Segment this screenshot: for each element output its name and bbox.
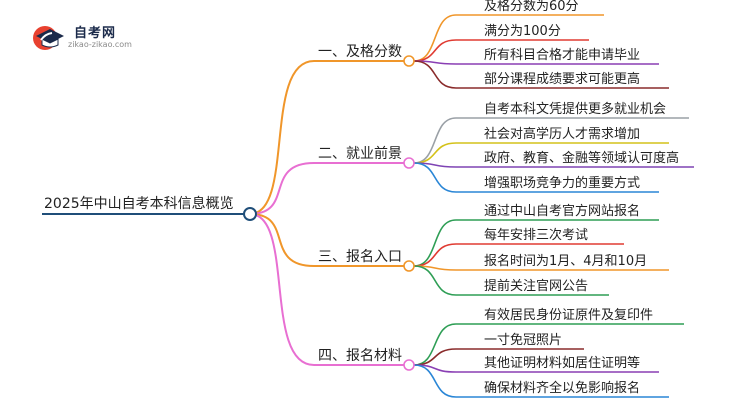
- leaf-label: 一寸免冠照片: [484, 333, 562, 348]
- leaf-connector: [413, 265, 457, 296]
- branch-node: [403, 157, 415, 169]
- leaf-connector: [413, 39, 457, 62]
- leaf-label: 有效居民身份证原件及复印件: [484, 307, 653, 323]
- graduation-cap-icon: [33, 26, 64, 50]
- leaf-label: 报名时间为1月、4月和10月: [484, 253, 647, 269]
- branch-label: 一、及格分数: [318, 44, 402, 60]
- leaf-label: 自考本科文凭提供更多就业机会: [484, 101, 666, 117]
- root-node: [243, 207, 257, 221]
- leaf-connector: [413, 162, 457, 193]
- leaf-label: 及格分数为60分: [484, 0, 579, 14]
- leaf-connector: [413, 348, 457, 366]
- leaf-connector: [413, 219, 457, 267]
- leaf-connector: [413, 60, 457, 89]
- branch-label: 四、报名材料: [318, 348, 402, 364]
- leaf-label: 部分课程成绩要求可能更高: [484, 71, 640, 87]
- root-label: 2025年中山自考本科信息概览: [44, 195, 234, 212]
- site-logo: 自考网 zikao-zikao.com: [30, 18, 140, 58]
- branch-label: 二、就业前景: [318, 145, 402, 162]
- branch-connector: [249, 60, 315, 215]
- branch-node: [403, 55, 415, 67]
- branch-connector: [249, 213, 315, 267]
- leaf-label: 满分为100分: [484, 24, 561, 39]
- leaf-connector: [413, 117, 457, 164]
- leaf-connector: [413, 243, 457, 267]
- branch-node: [403, 260, 415, 272]
- branch-connector: [249, 162, 315, 215]
- logo-url: zikao-zikao.com: [68, 40, 132, 49]
- leaf-label: 所有科目合格才能申请毕业: [484, 47, 640, 63]
- leaf-connector: [413, 142, 457, 164]
- leaf-label: 其他证明材料如居住证明等: [484, 355, 640, 371]
- leaf-label: 每年安排三次考试: [484, 227, 588, 243]
- branch-node: [403, 359, 415, 371]
- logo-name: 自考网: [74, 26, 117, 41]
- leaf-label: 政府、教育、金融等领域认可度高: [484, 150, 679, 166]
- branch-label: 三、报名入口: [318, 249, 402, 265]
- leaf-label: 社会对高学历人才需求增加: [484, 126, 640, 142]
- leaf-connector: [413, 364, 457, 398]
- leaf-connector: [413, 323, 457, 366]
- leaf-connector: [413, 14, 457, 62]
- leaf-label: 确保材料齐全以免影响报名: [484, 380, 640, 396]
- leaf-label: 通过中山自考官方网站报名: [484, 203, 640, 219]
- leaf-label: 提前关注官网公告: [484, 278, 588, 294]
- leaf-label: 增强职场竞争力的重要方式: [484, 175, 640, 191]
- branch-connector: [249, 213, 315, 366]
